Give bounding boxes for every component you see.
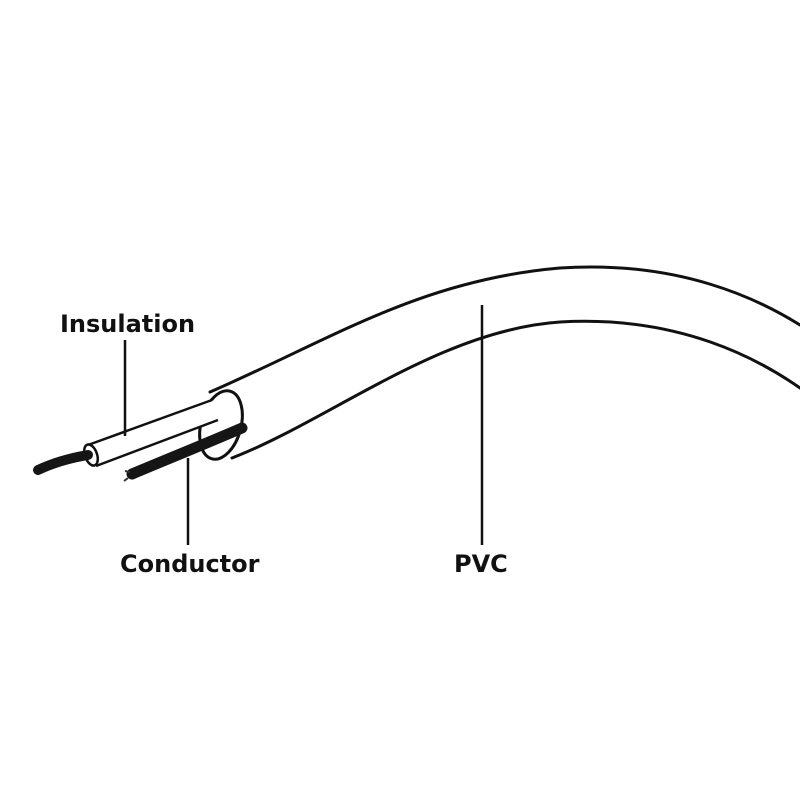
bare-conductor [126, 422, 248, 480]
insulated-wire [33, 398, 220, 475]
conductor-label: Conductor [120, 550, 260, 578]
pvc-label: PVC [454, 550, 508, 578]
insulation-label: Insulation [60, 310, 195, 338]
insulated-conductor-tip [33, 450, 93, 475]
pvc-jacket [198, 265, 800, 461]
jacket-bottom-edge [230, 319, 800, 460]
conductor-strands [123, 470, 131, 482]
jacket-top-edge [208, 265, 800, 394]
